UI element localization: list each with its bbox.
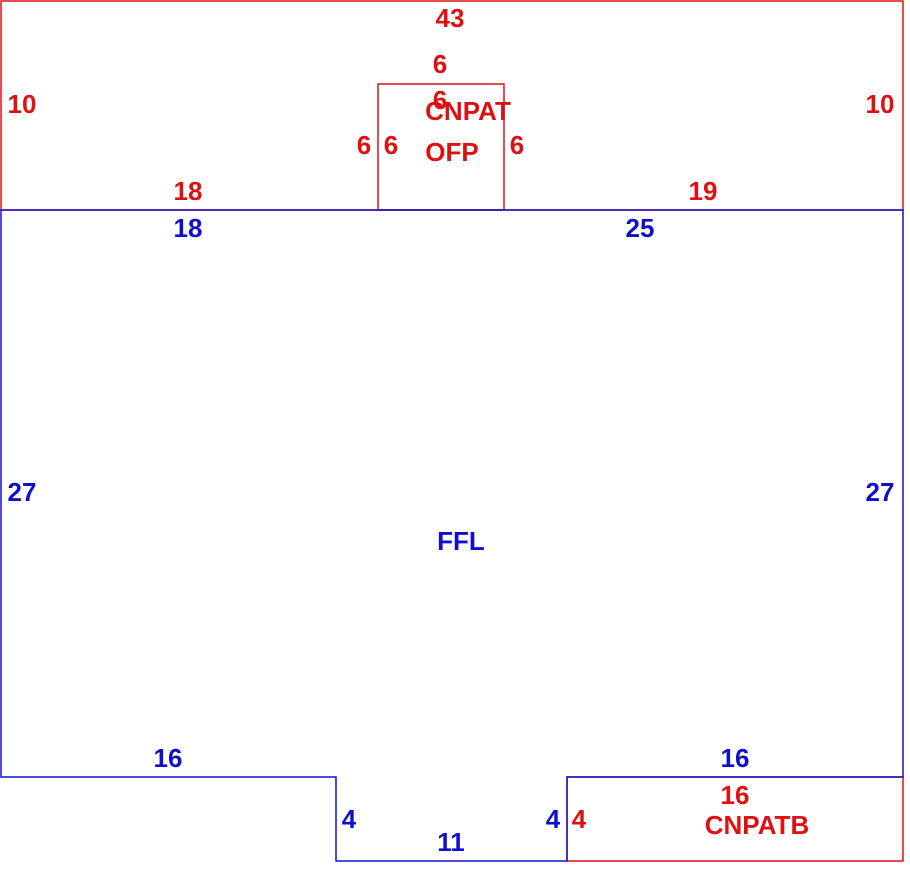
main-notch-left-label: 4	[342, 804, 357, 834]
porch-code-label: CNPAT	[425, 96, 511, 126]
main-bottom-right-label: 16	[721, 743, 750, 773]
porch-top-inner-label: 6	[433, 85, 447, 115]
main-top-right-label: 25	[626, 213, 655, 243]
bottom-addition-left-label: 4	[572, 804, 587, 834]
top-addition-bottom-left-label: 18	[174, 176, 203, 206]
top-addition-right-label: 10	[866, 89, 895, 119]
main-right-label: 27	[866, 477, 895, 507]
top-addition-left-label: 10	[8, 89, 37, 119]
top-addition-bottom-right-label: 19	[689, 176, 718, 206]
top-addition-top-label: 43	[436, 3, 465, 33]
main-area-code: FFL	[437, 526, 485, 556]
main-area-outline	[0, 209, 904, 862]
porch-top-label: 6	[433, 49, 447, 79]
porch-left-outer-label: 6	[357, 130, 371, 160]
porch-left-inner-label: 6	[384, 130, 398, 160]
bottom-addition-code: CNPATB	[705, 810, 809, 840]
main-notch-bottom-label: 11	[437, 827, 465, 857]
main-notch-right-label: 4	[546, 804, 561, 834]
main-left-label: 27	[8, 477, 37, 507]
porch-right-label: 6	[510, 130, 524, 160]
main-top-left-label: 18	[174, 213, 203, 243]
bottom-addition-top-label: 16	[721, 780, 750, 810]
main-bottom-left-label: 16	[154, 743, 183, 773]
porch-area-code: OFP	[425, 137, 478, 167]
